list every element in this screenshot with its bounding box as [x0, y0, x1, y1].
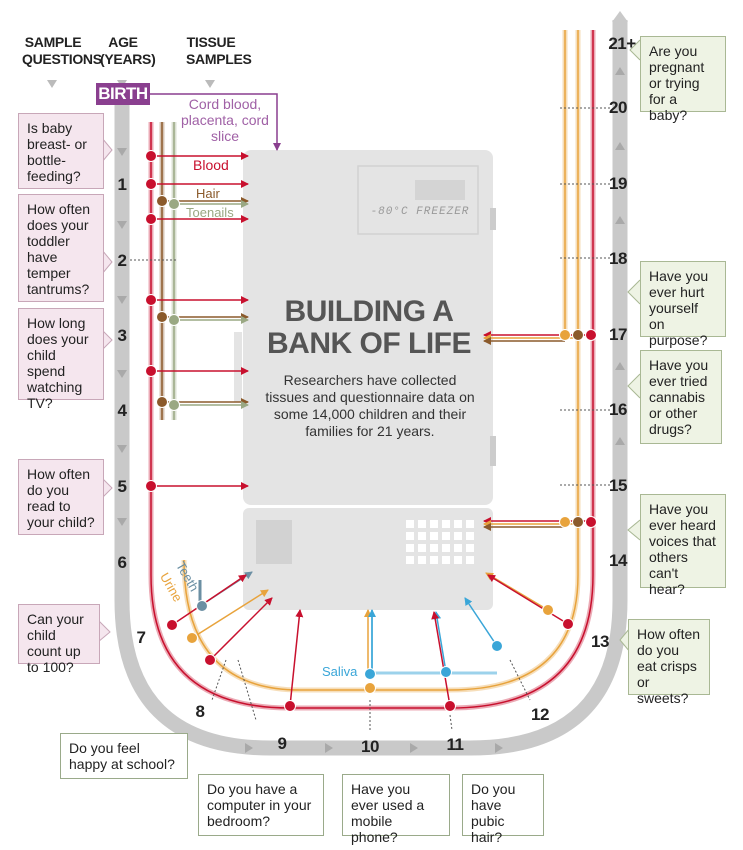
birth-samples-label: Cord blood, placenta, cord slice: [181, 96, 269, 144]
page-title: BUILDING A BANK OF LIFE: [267, 295, 472, 360]
toenails-label: Toenails: [186, 205, 234, 220]
question-puberty: Do you have pubic hair?: [462, 774, 544, 845]
question-tv: How long does your child spend watching …: [18, 308, 104, 411]
question-school: Do you feel happy at school?: [60, 733, 188, 779]
age-header: AGE (YEARS): [100, 34, 156, 67]
age-label: 15: [609, 476, 627, 495]
age-label: 7: [136, 628, 146, 647]
saliva-label: Saliva: [322, 664, 358, 679]
age-label: 20: [609, 98, 627, 117]
time-track: [114, 20, 628, 756]
age-label: 16: [609, 400, 627, 419]
age-label: 2: [117, 251, 127, 270]
age-label: 12: [531, 705, 549, 724]
age-label: 17: [609, 325, 627, 344]
age-label: 14: [609, 551, 627, 570]
question-voices: Have you ever heard voices that others c…: [640, 494, 726, 597]
freezer: [234, 150, 496, 610]
question-self-harm: Have you ever hurt yourself on purpose?: [640, 261, 726, 348]
birth-label: BIRTH: [96, 83, 150, 105]
questions-header: SAMPLE QUESTIONS: [22, 34, 102, 67]
track-end-arrow: [612, 11, 628, 22]
question-pregnancy: Are you pregnant or trying for a baby?: [640, 36, 726, 123]
age-label: 6: [117, 553, 127, 572]
blood-label: Blood: [193, 157, 229, 173]
page-description: Researchers have collected tissues and q…: [265, 372, 475, 439]
age-label: 4: [117, 401, 127, 420]
age-label: 9: [277, 734, 287, 753]
age-label: 3: [117, 326, 127, 345]
question-feeding: Is baby breast- or bottle-feeding?: [18, 113, 104, 189]
hair-label: Hair: [196, 186, 220, 201]
age-label: 1: [117, 175, 127, 194]
question-computer: Do you have a computer in your bedroom?: [198, 774, 324, 836]
age-label: 13: [591, 632, 609, 651]
age-label: 10: [361, 737, 379, 756]
age-label: 19: [609, 174, 627, 193]
question-tantrums: How often does your toddler have temper …: [18, 194, 104, 302]
age-label: 11: [446, 735, 464, 754]
questions-header-arrow: [47, 80, 57, 88]
tissue-header: TISSUE SAMPLES: [186, 34, 252, 67]
birth-arrow: [150, 93, 281, 151]
age-label: 18: [609, 249, 627, 268]
question-reading: How often do you read to your child?: [18, 459, 104, 535]
tissue-header-arrow: [205, 80, 215, 88]
track-direction-arrows: [117, 67, 625, 753]
question-crisps: How often do you eat crisps or sweets?: [628, 619, 710, 706]
question-drugs: Have you ever tried cannabis or other dr…: [640, 350, 722, 444]
freezer-label: -80°C FREEZER: [370, 206, 470, 218]
question-mobile: Have you ever used a mobile phone?: [342, 774, 450, 845]
age-label: 21+: [608, 34, 636, 53]
age-label: 8: [195, 702, 205, 721]
question-counting: Can your child count up to 100?: [18, 604, 100, 675]
age-label: 5: [117, 477, 127, 496]
